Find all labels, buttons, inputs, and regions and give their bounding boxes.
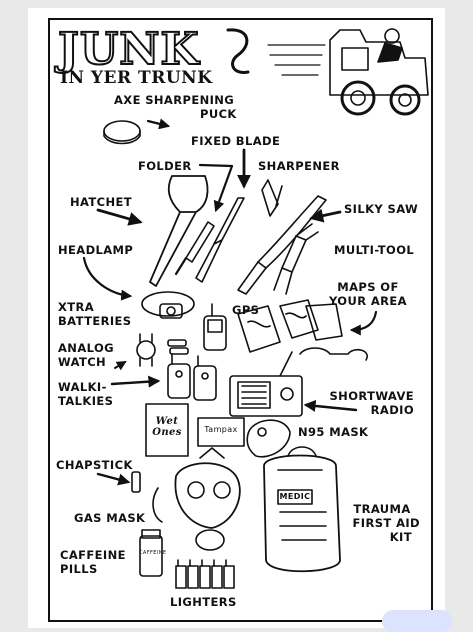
label-fixed-blade: FIXED BLADE [191,134,281,148]
folding-saw-icon [237,195,327,295]
tampax-box-icon [197,417,245,447]
label-sharpener: SHARPENER [258,159,340,173]
label-chapstick: CHAPSTICK [56,458,133,472]
first-aid-kit-icon [263,446,341,573]
label-silky-saw: SILKY SAW [344,202,419,216]
fixed-blade-knife-icon [195,197,245,283]
batteries-icon [167,339,189,355]
label-axe-puck-line2: PUCK [200,107,237,121]
label-first-aid-line1: TRAUMA [353,502,411,516]
label-batteries-line2: BATTERIES [58,314,132,328]
label-lighters: LIGHTERS [170,595,237,609]
label-headlamp: HEADLAMP [58,243,134,257]
floating-action-button[interactable] [382,610,452,632]
gas-mask-icon [152,447,241,551]
label-axe-puck-line1: AXE SHARPENING [114,93,235,107]
label-folder: FOLDER [138,159,192,173]
label-watch-line2: WATCH [58,355,107,369]
label-maps-line1: MAPS OF [337,280,399,294]
headlamp-icon [141,291,195,319]
sharpener-icon [261,179,283,217]
maps-icon [237,299,343,353]
poster-title: JUNK [57,24,200,75]
sharpening-puck-icon [103,120,141,145]
label-caffeine-line1: CAFFEINE [60,548,126,562]
label-maps-line2: YOUR AREA [328,294,407,308]
label-watch-line1: ANALOG [58,341,114,355]
walkie-talkie-icon [167,353,217,401]
wipes-brand-line1: Wet [155,416,179,427]
poster-subtitle: IN YER TRUNK [60,68,213,88]
page [28,8,445,628]
label-multi-tool: MULTI-TOOL [334,243,415,257]
label-gps: GPS [232,303,260,317]
label-hatchet: HATCHET [70,195,133,209]
label-caffeine-line2: PILLS [60,562,98,576]
label-first-aid-line2: FIRST AID [352,516,420,530]
label-n95-mask: N95 MASK [298,425,369,439]
title-swoosh [226,28,250,74]
pill-bottle-icon [139,529,163,577]
label-walkie-line2: TALKIES [58,394,114,408]
medic-tag: MEDIC [279,492,311,501]
jeep-with-driver-icon [267,28,429,116]
wipes-brand-line2: Ones [152,427,182,438]
label-batteries-line1: XTRA [58,300,95,314]
wipes-icon [145,403,189,457]
gps-icon [203,303,227,351]
pill-bottle-tag: CAFFEINE [139,550,167,556]
shortwave-radio-icon [229,351,303,417]
n95-mask-icon [246,419,291,458]
label-gas-mask: GAS MASK [74,511,146,525]
label-first-aid-line3: KIT [389,530,412,544]
poster-frame [48,18,433,622]
chapstick-icon [131,471,141,493]
label-walkie-line1: WALKI- [58,380,107,394]
sunglasses-icon [299,347,368,361]
multi-tool-icon [273,223,319,295]
watch-icon [136,333,156,367]
hatchet-icon [149,175,209,287]
label-radio-line1: SHORTWAVE [329,389,414,403]
lighters-icon [175,559,235,589]
folding-knife-icon [174,221,215,276]
tampax-brand: Tampax [204,425,238,434]
label-radio-line2: RADIO [370,403,414,417]
